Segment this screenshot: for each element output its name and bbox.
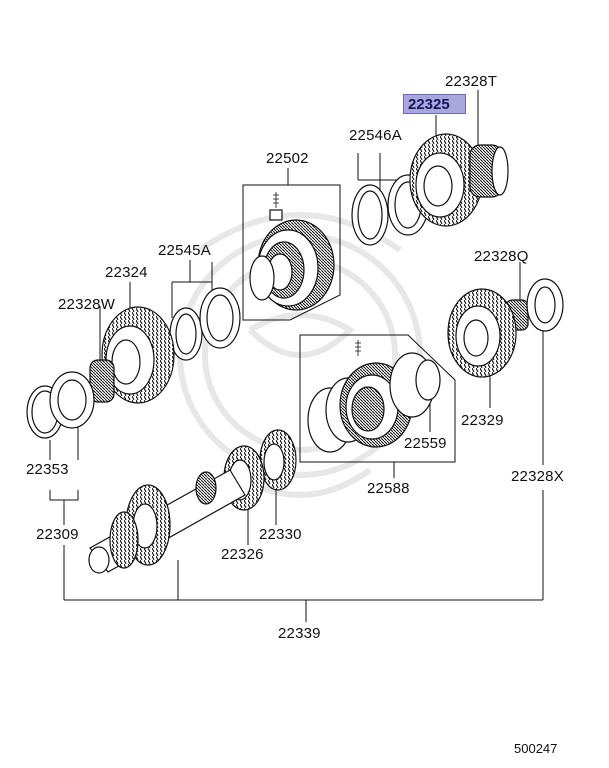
- part-label-22545A[interactable]: 22545A: [158, 242, 211, 259]
- needle-bearing-22328W: [89, 359, 115, 403]
- needle-bearing-22328T: [469, 144, 509, 198]
- part-label-22339[interactable]: 22339: [278, 625, 321, 642]
- part-label-22546A[interactable]: 22546A: [349, 127, 402, 144]
- gear-22325: [409, 133, 483, 227]
- part-label-22326[interactable]: 22326: [221, 546, 264, 563]
- part-label-22559[interactable]: 22559: [404, 435, 447, 452]
- synchronizer-22588-group: [299, 334, 456, 463]
- part-label-22328W[interactable]: 22328W: [58, 296, 116, 313]
- part-label-22329[interactable]: 22329: [461, 412, 504, 429]
- part-label-22324[interactable]: 22324: [105, 264, 148, 281]
- part-label-22309[interactable]: 22309: [36, 526, 79, 543]
- snap-ring-22353: [26, 371, 95, 439]
- highlighted-part-label[interactable]: 22325: [403, 94, 466, 114]
- synchronizer-ring-22545A: [169, 287, 241, 361]
- gear-22330: [259, 429, 297, 491]
- part-label-22353[interactable]: 22353: [26, 461, 69, 478]
- part-label-22328Q[interactable]: 22328Q: [474, 248, 529, 265]
- part-number-22325[interactable]: 22325: [408, 96, 450, 113]
- synchronizer-22502-group: [242, 184, 341, 321]
- diagram-code: 500247: [514, 741, 558, 756]
- part-label-22588[interactable]: 22588: [367, 480, 410, 497]
- counter-shaft-22309: [88, 469, 246, 574]
- gear-22329: [447, 288, 517, 378]
- part-label-22328T[interactable]: 22328T: [445, 73, 498, 90]
- part-label-22330[interactable]: 22330: [259, 526, 302, 543]
- part-label-22502[interactable]: 22502: [266, 150, 309, 167]
- part-label-22328X[interactable]: 22328X: [511, 468, 564, 485]
